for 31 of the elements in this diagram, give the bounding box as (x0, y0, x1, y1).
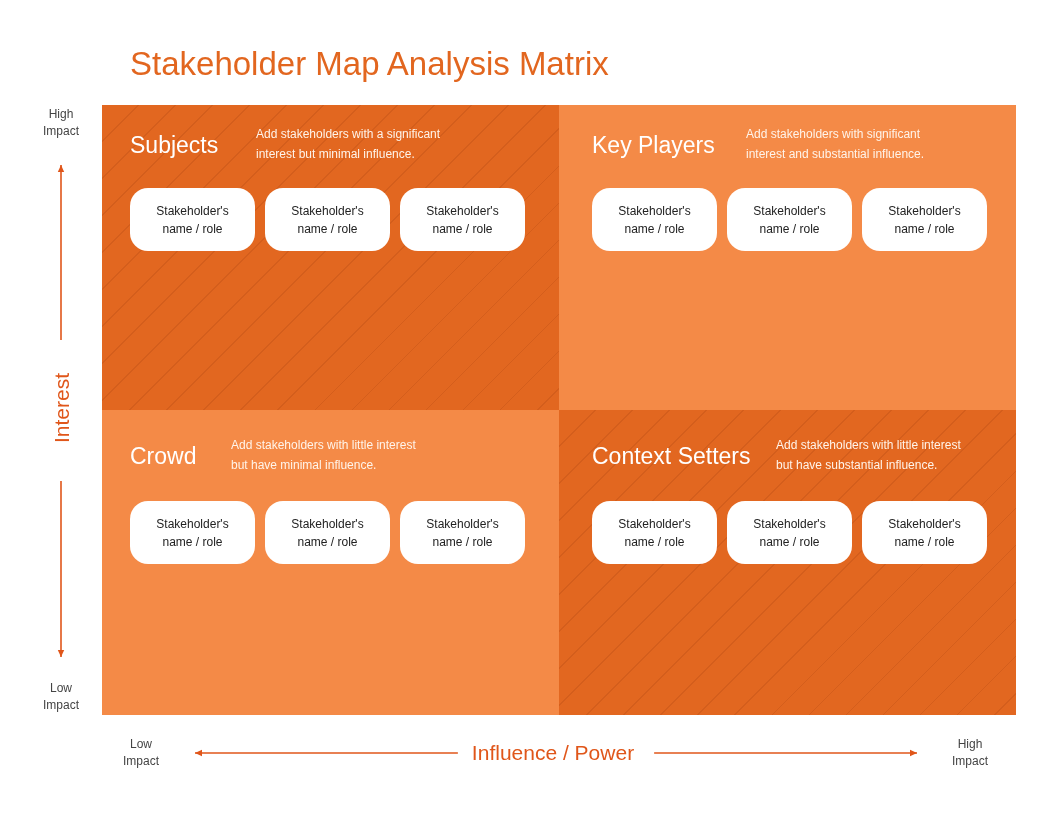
stakeholder-card: Stakeholder's name / role (400, 501, 525, 564)
stakeholder-card: Stakeholder's name / role (862, 188, 987, 251)
quadrant-heading: Context Setters (592, 442, 751, 470)
quadrant-panel (559, 410, 1016, 715)
stakeholder-card: Stakeholder's name / role (130, 188, 255, 251)
stakeholder-card: Stakeholder's name / role (265, 501, 390, 564)
quadrant-panel (102, 105, 559, 410)
stakeholder-card: Stakeholder's name / role (592, 501, 717, 564)
quadrant-heading: Crowd (130, 442, 197, 470)
title: Stakeholder Map Analysis Matrix (130, 44, 609, 84)
axis-end-label: Low Impact (42, 680, 80, 714)
quadrant-heading: Subjects (130, 131, 219, 159)
stakeholder-card: Stakeholder's name / role (727, 501, 852, 564)
axis-end-label: High Impact (42, 106, 80, 140)
axis-end-label: Low Impact (122, 736, 160, 770)
stakeholder-card: Stakeholder's name / role (130, 501, 255, 564)
quadrant-description: Add stakeholders with little interest but have substantial influence. (776, 437, 962, 474)
quadrant-heading: Key Players (592, 131, 715, 159)
stakeholder-card: Stakeholder's name / role (265, 188, 390, 251)
quadrant-description: Add stakeholders with a significant interest but minimal influence. (256, 126, 442, 163)
axis-title: Influence / Power (471, 740, 635, 766)
stakeholder-card: Stakeholder's name / role (862, 501, 987, 564)
stakeholder-card: Stakeholder's name / role (400, 188, 525, 251)
quadrant-description: Add stakeholders with little interest but have minimal influence. (231, 437, 417, 474)
stakeholder-card: Stakeholder's name / role (727, 188, 852, 251)
quadrant-panel (559, 105, 1016, 410)
axis-end-label: High Impact (951, 736, 989, 770)
stakeholder-card: Stakeholder's name / role (592, 188, 717, 251)
axis-title: Interest (49, 373, 74, 443)
quadrant-description: Add stakeholders with significant interest and substantial influence. (746, 126, 926, 163)
quadrant-panel (102, 410, 559, 715)
